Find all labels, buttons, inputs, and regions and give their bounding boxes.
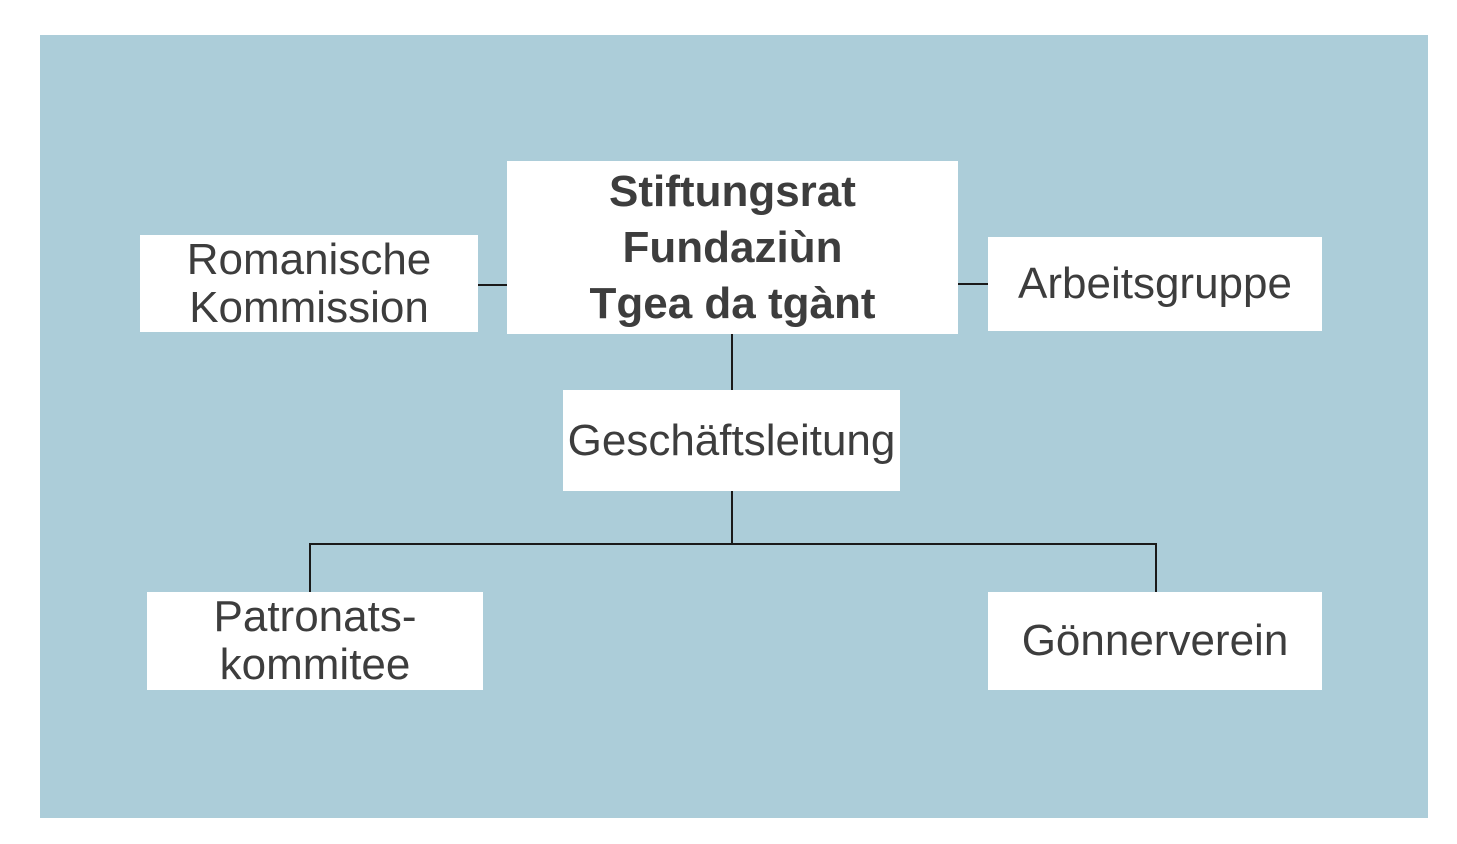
- node-goennerverein-line-1: Gönnerverein: [1021, 616, 1289, 665]
- node-stiftungsrat-line-2: Fundaziùn: [622, 222, 843, 272]
- org-chart-canvas: Stiftungsrat Fundaziùn Tgea da tgànt Rom…: [40, 35, 1428, 818]
- edge-romanische-kommission-stiftungsrat: [478, 284, 507, 286]
- node-romanische-kommission-line-2: Kommission: [189, 282, 429, 332]
- node-stiftungsrat-line-3: Tgea da tgànt: [589, 278, 876, 328]
- node-patronats-kommitee: Patronats- kommitee: [147, 592, 483, 690]
- node-stiftungsrat: Stiftungsrat Fundaziùn Tgea da tgànt: [507, 161, 958, 334]
- node-geschaeftsleitung-line-1: Geschäftsleitung: [567, 415, 896, 465]
- node-patronats-kommitee-line-1: Patronats-: [213, 592, 417, 641]
- edge-bottom-horizontal: [309, 543, 1157, 545]
- node-romanische-kommission: Romanische Kommission: [140, 235, 478, 332]
- edge-geschaeftsleitung-stem: [731, 491, 733, 545]
- node-arbeitsgruppe-line-1: Arbeitsgruppe: [1018, 259, 1292, 308]
- edge-stiftungsrat-geschaeftsleitung: [731, 334, 733, 390]
- edge-to-goennerverein: [1155, 543, 1157, 592]
- node-geschaeftsleitung: Geschäftsleitung: [563, 390, 900, 491]
- node-goennerverein: Gönnerverein: [988, 592, 1322, 690]
- edge-to-patronats-kommitee: [309, 543, 311, 592]
- edge-stiftungsrat-arbeitsgruppe: [958, 283, 988, 285]
- node-patronats-kommitee-line-2: kommitee: [219, 640, 411, 689]
- node-arbeitsgruppe: Arbeitsgruppe: [988, 237, 1322, 331]
- node-romanische-kommission-line-1: Romanische: [186, 234, 432, 284]
- node-stiftungsrat-line-1: Stiftungsrat: [609, 166, 856, 216]
